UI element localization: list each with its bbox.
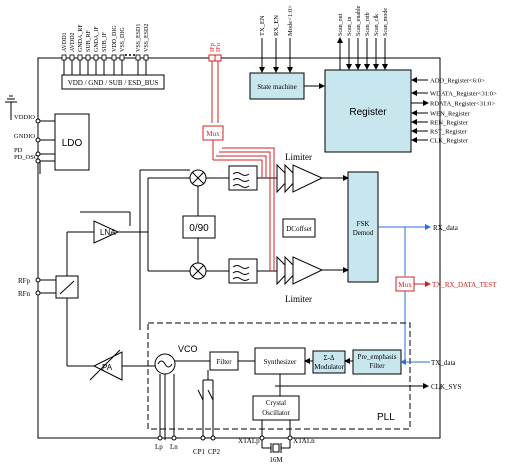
vco-label: VCO <box>178 344 198 354</box>
dcoffset-box <box>282 218 316 238</box>
fsk-demod-box <box>347 171 379 283</box>
supply-pin-label: VSS_DIG <box>120 27 126 52</box>
bottom-pins: Lp Ln CP1 CP2 XTALp XTALn <box>155 374 315 456</box>
ifp-label: IFp <box>209 43 216 52</box>
register-port-label: ADD_Register<6:0> <box>430 78 485 85</box>
register-port-label: WEN_Register <box>430 111 471 118</box>
supply-pin-label: VSS_ESD2 <box>144 24 150 52</box>
fsk-label: FSK <box>357 220 370 228</box>
phase-shifter <box>182 215 216 239</box>
supply-pin-label: SUB_RF <box>86 29 92 52</box>
rx-en-label: RX_EN <box>273 15 280 36</box>
preemphasis-box <box>352 349 402 375</box>
register-ports: ADD_Register<6:0> WDATA_Register<31:0> RDA… <box>411 77 497 145</box>
register-box <box>324 69 412 153</box>
cp2-label: CP2 <box>208 448 221 456</box>
supply-pin-label: AVDD2 <box>70 32 76 52</box>
preemphasis-filter-label: Filter <box>369 362 385 370</box>
pll-label: PLL <box>377 412 395 423</box>
bus-label: VDD / GND / SUB / ESD_BUS <box>68 79 159 87</box>
register-port-label: RDATA_Register<31:0> <box>430 101 495 108</box>
register-port-label: CLK_Register <box>430 138 469 145</box>
tx-rx-test-label: TX_RX_DATA_TEST <box>432 281 497 289</box>
iq-test-pins: IFp IFn <box>208 42 222 123</box>
limiter-bottom-label: Limiter <box>285 294 312 304</box>
register-port-label: WDATA_Register<31:0> <box>430 91 497 98</box>
left-pin-label: VDDIO <box>14 114 35 121</box>
rx-data-label: RX_data <box>433 224 459 232</box>
crystal-osc-box <box>252 395 300 421</box>
xtaln-label: XTALn <box>293 437 315 445</box>
left-pin-label: PD_OSC <box>14 154 38 161</box>
ldo-box <box>54 113 90 171</box>
demod-label: Demod <box>353 229 374 237</box>
mode-label: Mode<1:0> <box>287 5 294 36</box>
scan-pin-label: Scan_rstb <box>365 12 371 36</box>
supply-pin-label: AVDD1 <box>62 32 68 52</box>
ldo-label: LDO <box>62 138 83 149</box>
if-filter-q <box>228 258 258 284</box>
sigma-delta-label: Σ-Δ <box>324 354 335 362</box>
limiter-q <box>276 255 324 286</box>
scan-pin-label: Scan_clk <box>374 14 380 36</box>
clk-sys-label: CLK_SYS <box>431 383 461 391</box>
if-filter-i <box>228 165 258 191</box>
lp-label: Lp <box>155 443 163 451</box>
supply-pin-label: GNDA_RF <box>78 24 84 52</box>
external-crystal: 16M <box>261 440 291 464</box>
limiter-top-label: Limiter <box>285 152 312 162</box>
supply-pin-label: VSS_ESD1 <box>136 24 142 52</box>
mux-bottom-label: Mux <box>398 281 412 289</box>
bus-box <box>61 74 165 90</box>
ifn-label: IFn <box>215 42 222 52</box>
supply-pin-label: GNDA_IF <box>94 26 100 52</box>
modulator-label: Modulator <box>314 363 344 371</box>
cp1-label: CP1 <box>193 448 206 456</box>
xtalp-label: XTALp <box>238 437 260 445</box>
register-label: Register <box>349 107 387 118</box>
supply-pin-label: SUB_IF <box>102 31 108 52</box>
preemphasis-label: Pre_emphasis <box>358 353 397 361</box>
register-port-label: RST_Register <box>430 129 468 136</box>
crystal-label: Crystal <box>266 399 286 407</box>
state-machine-inputs: TX_EN RX_EN Mode<1:0> <box>259 5 294 73</box>
left-pin-label: GNDIO <box>14 133 35 140</box>
rfn-label: RFn <box>18 290 31 298</box>
state-machine-label: State machine <box>257 83 296 91</box>
chip-outline <box>37 57 441 439</box>
synthesizer-label: Synthesizer <box>264 358 297 366</box>
tx-data-label: TX_data <box>431 359 456 367</box>
pll-region <box>147 322 411 430</box>
oscillator-label: Oscillator <box>262 409 290 417</box>
tx-en-label: TX_EN <box>259 15 266 36</box>
scan-pin-label: Scan_enable <box>356 5 362 36</box>
limiter-i <box>276 163 324 194</box>
rfp-label: RFp <box>18 277 31 285</box>
ln-label: Ln <box>170 443 178 451</box>
lna-label: LNA <box>100 228 116 237</box>
register-port-label: REN_Register <box>430 120 469 127</box>
left-pin-label: PD <box>14 147 23 154</box>
supply-pin-label: VDD_DIG <box>112 25 118 52</box>
pll-filter-label: Filter <box>216 358 232 366</box>
scan-pin-label: Scan_in <box>347 17 353 36</box>
crystal-freq-label: 16M <box>269 456 283 464</box>
scan-pin-label: Scan_mode <box>383 8 389 36</box>
phase-label: 0/90 <box>189 223 209 234</box>
mux-top-label: Mux <box>206 130 220 138</box>
dcoffset-label: DCoffset <box>286 225 312 233</box>
rf-pins: RFp RFn <box>18 277 56 298</box>
pa-label: PA <box>102 363 113 372</box>
scan-pin-label: Scan_out <box>338 13 344 36</box>
